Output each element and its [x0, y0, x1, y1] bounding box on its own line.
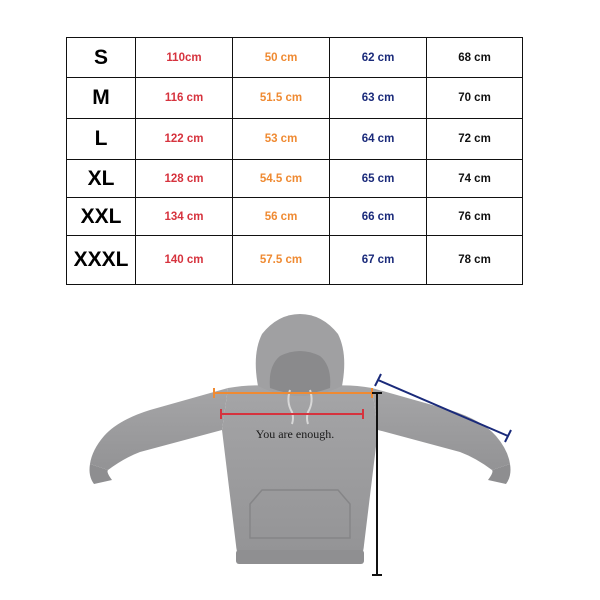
- sleeve-measure-line: [377, 379, 509, 437]
- kangaroo-pocket: [249, 489, 351, 539]
- sleeve-value: 67 cm: [329, 235, 427, 285]
- height-value: 76 cm: [426, 197, 523, 236]
- table-row: S 110cm 50 cm 62 cm 68 cm: [66, 37, 523, 78]
- length-value: 54.5 cm: [232, 159, 330, 198]
- sleeve-measure-cap: [504, 429, 512, 443]
- table-row: M 116 cm 51.5 cm 63 cm 70 cm: [66, 77, 523, 119]
- size-label: L: [66, 118, 136, 160]
- height-value: 72 cm: [426, 118, 523, 160]
- size-chart-body: S 110cm 50 cm 62 cm 68 cm M 116 cm 51.5 …: [66, 37, 523, 285]
- hoodie-diagram: You are enough.: [0, 300, 600, 600]
- hoodie-waistband: [236, 550, 364, 564]
- hood-opening: [269, 351, 331, 394]
- height-value: 70 cm: [426, 77, 523, 119]
- height-value: 74 cm: [426, 159, 523, 198]
- sleeve-value: 66 cm: [329, 197, 427, 236]
- size-chart-table: S 110cm 50 cm 62 cm 68 cm M 116 cm 51.5 …: [66, 37, 523, 285]
- chest-value: 122 cm: [135, 118, 233, 160]
- right-cuff: [488, 464, 511, 484]
- hoodie-print-text: You are enough.: [255, 427, 335, 441]
- size-label: XXXL: [66, 235, 136, 285]
- chest-value: 134 cm: [135, 197, 233, 236]
- left-sleeve: [90, 388, 228, 470]
- size-label: S: [66, 37, 136, 78]
- drawstring-left: [287, 389, 294, 425]
- height-value: 68 cm: [426, 37, 523, 78]
- length-value: 50 cm: [232, 37, 330, 78]
- right-sleeve: [372, 388, 510, 470]
- chest-value: 128 cm: [135, 159, 233, 198]
- chest-value: 116 cm: [135, 77, 233, 119]
- chest-value: 140 cm: [135, 235, 233, 285]
- sleeve-value: 64 cm: [329, 118, 427, 160]
- height-value: 78 cm: [426, 235, 523, 285]
- length-value: 57.5 cm: [232, 235, 330, 285]
- sleeve-value: 62 cm: [329, 37, 427, 78]
- sleeve-value: 65 cm: [329, 159, 427, 198]
- hoodie-body: [222, 385, 378, 562]
- size-label: M: [66, 77, 136, 119]
- drawstring-right: [306, 389, 313, 425]
- hoodie-illustration: [89, 314, 512, 576]
- sleeve-measure-cap: [374, 373, 382, 387]
- length-value: 56 cm: [232, 197, 330, 236]
- table-row: XL 128 cm 54.5 cm 65 cm 74 cm: [66, 159, 523, 198]
- left-cuff: [89, 464, 112, 484]
- size-label: XL: [66, 159, 136, 198]
- length-value: 51.5 cm: [232, 77, 330, 119]
- table-row: XXXL 140 cm 57.5 cm 67 cm 78 cm: [66, 235, 523, 285]
- table-row: L 122 cm 53 cm 64 cm 72 cm: [66, 118, 523, 160]
- length-value: 53 cm: [232, 118, 330, 160]
- chest-value: 110cm: [135, 37, 233, 78]
- table-row: XXL 134 cm 56 cm 66 cm 76 cm: [66, 197, 523, 236]
- sleeve-value: 63 cm: [329, 77, 427, 119]
- size-label: XXL: [66, 197, 136, 236]
